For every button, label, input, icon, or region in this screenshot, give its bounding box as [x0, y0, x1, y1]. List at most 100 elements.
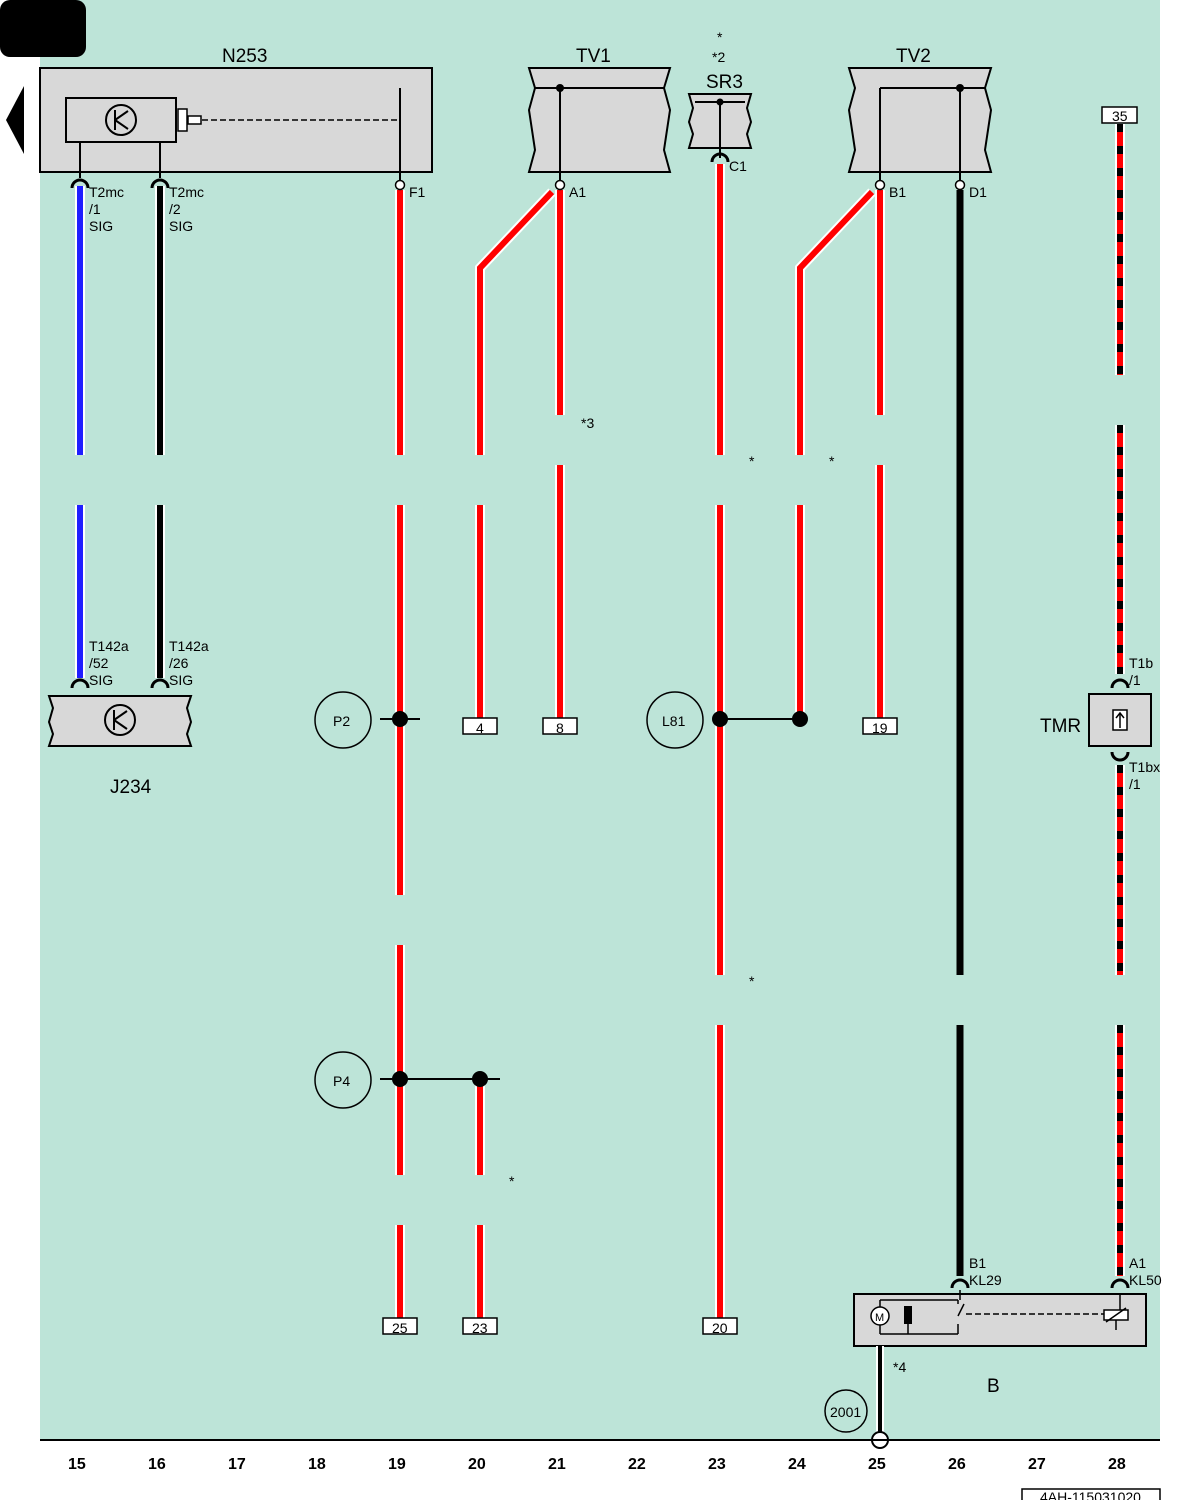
label-sr3: SR3: [706, 72, 743, 93]
conn-c1: C1: [729, 158, 747, 174]
conn-t2mc-1-a: T2mc: [89, 184, 124, 200]
conn-t142a-52-c: SIG: [89, 672, 113, 688]
note-star-a: *: [749, 453, 755, 469]
conn-t2mc-2-a: T2mc: [169, 184, 204, 200]
svg-text:35: 35: [1112, 108, 1128, 124]
box-23: [462, 1317, 498, 1335]
conn-t2mc-1-b: /1: [89, 201, 101, 217]
svg-text:L81: L81: [662, 713, 686, 729]
svg-text:P4: P4: [333, 1073, 350, 1089]
sr3-star2: *2: [712, 49, 725, 65]
axis-label-21: 21: [548, 1456, 566, 1473]
axis-label-22: 22: [628, 1456, 646, 1473]
conn-t1bx-b: /1: [1129, 776, 1141, 792]
axis-labels: 15 16 17 18 19 20 21 22 23 24 25 26 27 2…: [68, 1456, 1126, 1473]
component-j234: [47, 695, 193, 747]
j234-transistor-icon: [104, 704, 136, 736]
conn-b-b1-b: KL29: [969, 1272, 1002, 1288]
pin-f1: [394, 179, 406, 191]
axis-label-15: 15: [68, 1456, 86, 1473]
svg-text:P2: P2: [333, 713, 350, 729]
svg-text:8: 8: [556, 720, 564, 736]
note-star4: *4: [893, 1359, 906, 1375]
axis-label-20: 20: [468, 1456, 486, 1473]
conn-t1b-b: /1: [1129, 672, 1141, 688]
axis-label-24: 24: [788, 1456, 806, 1473]
box-4: [462, 717, 498, 735]
note-star-b: *: [829, 453, 835, 469]
conn-t2mc-1-c: SIG: [89, 218, 113, 234]
label-tv1: TV1: [576, 46, 611, 67]
conn-b-b1-a: B1: [969, 1255, 986, 1271]
doc-id: 4AH-115031020: [1040, 1489, 1141, 1500]
component-b: [853, 1293, 1147, 1347]
cap-t2mc-1: [70, 178, 90, 189]
starter-winding-icon: [904, 1306, 912, 1324]
svg-text:4: 4: [476, 720, 484, 736]
conn-a1: A1: [569, 184, 586, 200]
cap-t2mc-2: [150, 178, 170, 189]
note-star3: *3: [581, 415, 594, 431]
label-tmr: TMR: [1040, 716, 1081, 737]
svg-text:23: 23: [472, 1320, 488, 1336]
conn-f1: F1: [409, 184, 426, 200]
starter-switch-icon: [957, 1303, 965, 1317]
diagram-background: [40, 0, 1160, 1440]
conn-t2mc-2-c: SIG: [169, 218, 193, 234]
note-star-d: *: [509, 1173, 515, 1189]
wires: [75, 124, 1125, 1318]
component-tv2: [847, 67, 993, 173]
sr3-star: *: [717, 29, 723, 45]
svg-text:2001: 2001: [830, 1404, 861, 1420]
junction-p4: [314, 1051, 372, 1109]
conn-t1b-a: T1b: [1129, 655, 1153, 671]
label-n253: N253: [222, 46, 267, 67]
conn-t142a-26-b: /26: [169, 655, 189, 671]
svg-text:M: M: [875, 1312, 884, 1324]
axis-label-23: 23: [708, 1456, 726, 1473]
svg-text:20: 20: [712, 1320, 728, 1336]
component-tv1: [527, 67, 672, 173]
pin-b1: [874, 179, 886, 191]
starter-motor-icon: M: [870, 1306, 890, 1326]
axis-label-25: 25: [868, 1456, 886, 1473]
label-b: B: [987, 1376, 1000, 1397]
conn-t1bx-a: T1bx: [1129, 759, 1160, 775]
conn-t142a-52-a: T142a: [89, 638, 129, 654]
conn-b-a1-b: KL50: [1129, 1272, 1162, 1288]
conn-d1: D1: [969, 184, 987, 200]
axis-label-19: 19: [388, 1456, 406, 1473]
conn-t2mc-2-b: /2: [169, 201, 181, 217]
doc-id-box: [1021, 1488, 1161, 1500]
box-35: [1101, 106, 1138, 124]
conn-t142a-26-c: SIG: [169, 672, 193, 688]
label-j234: J234: [110, 777, 152, 798]
axis-label-27: 27: [1028, 1456, 1046, 1473]
conn-t142a-26-a: T142a: [169, 638, 209, 654]
conn-b-a1-a: A1: [1129, 1255, 1146, 1271]
box-20: [702, 1317, 738, 1335]
transistor-icon: [105, 104, 137, 136]
n253-coil-icon: [177, 108, 188, 132]
axis-label-26: 26: [948, 1456, 966, 1473]
box-25: [382, 1317, 418, 1335]
junction-l81: [646, 691, 704, 749]
conn-b1: B1: [889, 184, 906, 200]
junction-p2: [314, 691, 372, 749]
axis-label-17: 17: [228, 1456, 246, 1473]
conn-t142a-52-b: /52: [89, 655, 109, 671]
svg-text:25: 25: [392, 1320, 408, 1336]
box-19: [862, 717, 898, 735]
label-tv2: TV2: [896, 46, 931, 67]
axis-label-28: 28: [1108, 1456, 1126, 1473]
pin-a1: [554, 179, 566, 191]
ground-point-2001: [824, 1389, 868, 1433]
axis-label-16: 16: [148, 1456, 166, 1473]
box-8: [542, 717, 578, 735]
pin-d1: [954, 179, 966, 191]
svg-text:19: 19: [872, 720, 888, 736]
back-arrow-icon[interactable]: [6, 86, 24, 154]
page-tab[interactable]: [0, 0, 86, 57]
axis-label-18: 18: [308, 1456, 326, 1473]
